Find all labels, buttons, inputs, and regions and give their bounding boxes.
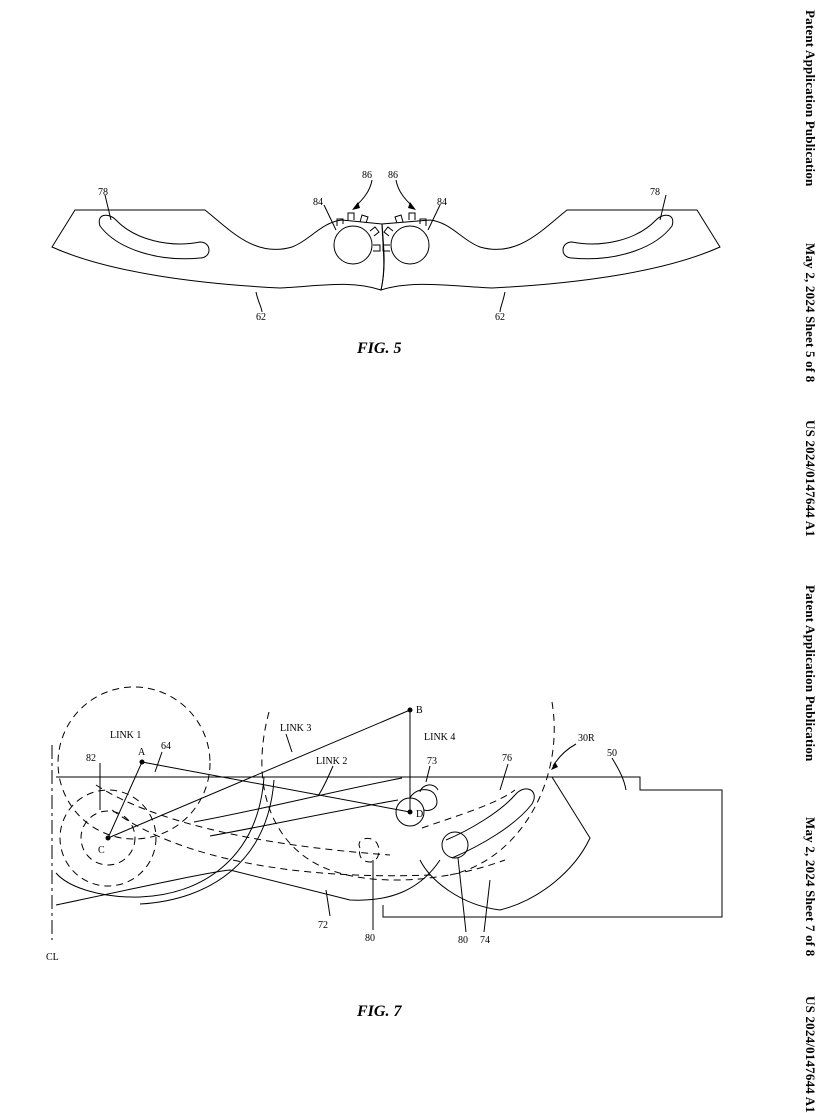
fig5-caption: FIG. 5	[357, 340, 402, 357]
fig7-slot-76	[445, 788, 535, 859]
fig5-left-slot	[98, 214, 210, 260]
fig5-label-78-left: 78	[98, 187, 108, 198]
header-number-bottom: US 2024/0147644 A1	[803, 996, 818, 1113]
fig7-label-80-right: 80	[458, 935, 468, 946]
fig7-label-link2: LINK 2	[316, 756, 347, 767]
fig7-label-D: D	[416, 809, 423, 820]
fig7-link-1	[107, 761, 143, 839]
header-publication-bottom: Patent Application Publication	[803, 585, 818, 762]
header-date-sheet-bottom: May 2, 2024 Sheet 7 of 8	[803, 817, 818, 957]
fig5-label-86-left: 86	[362, 170, 372, 181]
fig7-part-74	[419, 776, 591, 911]
fig7-label-80-left: 80	[365, 933, 375, 944]
fig7-label-64: 64	[161, 741, 171, 752]
fig7-label-A: A	[138, 747, 146, 758]
fig7-label-72: 72	[318, 920, 328, 931]
fig7-link-ab-line	[141, 761, 411, 813]
fig7-link-3	[107, 709, 411, 839]
fig5-right-gear	[390, 225, 430, 265]
fig5-label-84-left: 84	[313, 197, 323, 208]
fig7-label-C: C	[98, 845, 105, 856]
fig5-right-plate	[380, 209, 721, 291]
fig5-drawing: 78 78 86 86 84 84 62 62	[51, 170, 721, 323]
fig7-roller-80	[441, 831, 469, 859]
fig7-label-30R: 30R	[578, 733, 595, 744]
fig7-label-74: 74	[480, 935, 490, 946]
fig7-link-2	[193, 777, 403, 837]
fig7-label-76: 76	[502, 753, 512, 764]
fig7-part-72	[55, 859, 441, 906]
fig7-label-link1: LINK 1	[110, 730, 141, 741]
fig5-label-84-right: 84	[437, 197, 447, 208]
fig7-housing	[56, 776, 723, 918]
header-number-top: US 2024/0147644 A1	[803, 420, 818, 538]
fig7-label-link4: LINK 4	[424, 732, 455, 743]
fig5-left-gear	[333, 225, 373, 265]
fig7-label-B: B	[416, 705, 423, 716]
fig7-label-link3: LINK 3	[280, 723, 311, 734]
fig5-right-slot	[562, 214, 674, 260]
fig7-label-50: 50	[607, 748, 617, 759]
fig5-label-78-right: 78	[650, 187, 660, 198]
fig7-label-CL: CL	[46, 952, 59, 963]
fig5-label-62-right: 62	[495, 312, 505, 323]
fig5-label-62-left: 62	[256, 312, 266, 323]
fig7-label-73: 73	[427, 756, 437, 767]
fig5-label-86-right: 86	[388, 170, 398, 181]
fig7-caption: FIG. 7	[357, 1003, 402, 1020]
fig7-pin-d	[395, 797, 425, 827]
fig7-label-82: 82	[86, 753, 96, 764]
